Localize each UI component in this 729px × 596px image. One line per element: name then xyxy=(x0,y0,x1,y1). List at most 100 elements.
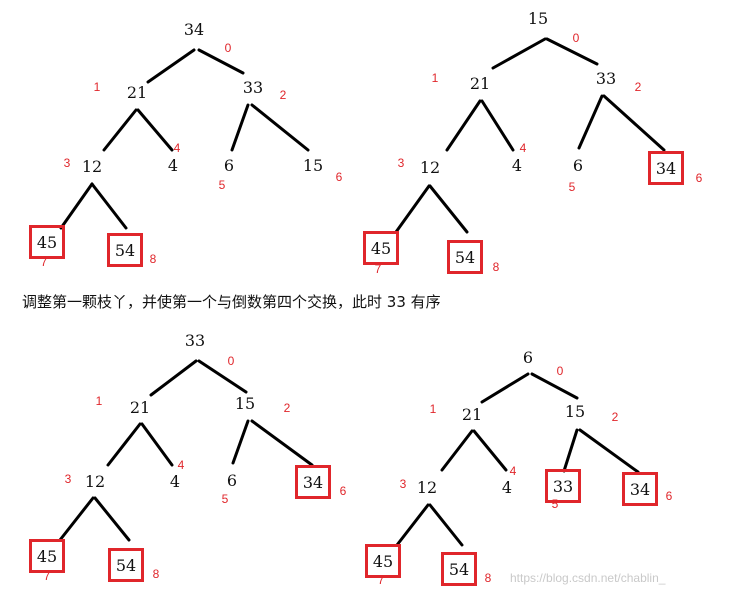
node-value: 4 xyxy=(168,156,178,175)
sorted-node-box xyxy=(447,240,483,274)
tree-edge xyxy=(250,419,314,467)
tree-edge xyxy=(90,182,128,230)
tree-edge xyxy=(230,103,250,152)
node-index-label: 7 xyxy=(378,573,385,587)
node-index-label: 1 xyxy=(94,80,101,94)
node-value: 54 xyxy=(455,248,475,267)
node-value: 34 xyxy=(630,480,650,499)
node-value: 45 xyxy=(37,233,57,252)
node-value: 15 xyxy=(235,394,255,413)
tree-edge xyxy=(146,48,196,84)
node-value: 45 xyxy=(371,239,391,258)
node-index-label: 1 xyxy=(430,402,437,416)
node-index-label: 8 xyxy=(485,571,492,585)
node-value: 12 xyxy=(420,158,440,177)
tree-edge xyxy=(197,359,248,394)
node-value: 34 xyxy=(184,20,204,39)
tree-edge xyxy=(530,372,579,400)
node-index-label: 0 xyxy=(228,354,235,368)
node-value: 45 xyxy=(37,547,57,566)
tree-edge xyxy=(140,422,174,467)
node-value: 34 xyxy=(303,473,323,492)
node-value: 6 xyxy=(523,348,533,367)
node-value: 4 xyxy=(170,472,180,491)
node-index-label: 7 xyxy=(375,262,382,276)
tree-edge xyxy=(136,108,174,152)
node-value: 54 xyxy=(115,241,135,260)
sorted-node-box xyxy=(363,231,399,265)
node-index-label: 4 xyxy=(178,458,185,472)
tree-edge xyxy=(149,359,198,397)
node-value: 33 xyxy=(185,331,205,350)
node-index-label: 8 xyxy=(493,260,500,274)
node-index-label: 5 xyxy=(552,497,559,511)
sorted-node-box xyxy=(295,465,331,499)
node-value: 6 xyxy=(227,471,237,490)
sorted-node-box xyxy=(441,552,477,586)
node-value: 12 xyxy=(82,157,102,176)
sorted-node-box xyxy=(107,233,143,267)
sorted-node-box xyxy=(29,539,65,573)
node-index-label: 3 xyxy=(400,477,407,491)
node-index-label: 6 xyxy=(666,489,673,503)
node-value: 34 xyxy=(656,159,676,178)
tree-edge xyxy=(395,503,430,547)
node-index-label: 1 xyxy=(432,71,439,85)
node-value: 33 xyxy=(596,69,616,88)
node-value: 21 xyxy=(127,83,147,102)
node-value: 6 xyxy=(224,156,234,175)
node-index-label: 2 xyxy=(284,401,291,415)
tree-edge xyxy=(231,419,250,465)
node-value: 21 xyxy=(470,74,490,93)
tree-edge xyxy=(602,94,666,152)
node-index-label: 4 xyxy=(510,464,517,478)
sorted-node-box xyxy=(108,548,144,582)
tree-edge xyxy=(472,429,508,472)
tree-edge xyxy=(578,428,640,474)
tree-edge xyxy=(59,182,94,230)
node-value: 4 xyxy=(512,156,522,175)
node-value: 45 xyxy=(373,552,393,571)
tree-edge xyxy=(394,184,431,234)
node-index-label: 0 xyxy=(557,364,564,378)
node-index-label: 5 xyxy=(222,492,229,506)
tree-edge xyxy=(93,496,131,542)
node-index-label: 5 xyxy=(219,178,226,192)
node-index-label: 2 xyxy=(280,88,287,102)
node-value: 54 xyxy=(449,560,469,579)
node-index-label: 2 xyxy=(635,80,642,94)
node-value: 54 xyxy=(116,556,136,575)
node-index-label: 6 xyxy=(696,171,703,185)
node-index-label: 3 xyxy=(64,156,71,170)
tree-edge xyxy=(428,503,464,547)
tree-edge xyxy=(428,184,469,234)
sorted-node-box xyxy=(622,472,658,506)
node-value: 12 xyxy=(417,478,437,497)
tree-edge xyxy=(440,429,474,472)
node-index-label: 6 xyxy=(336,170,343,184)
node-index-label: 6 xyxy=(340,484,347,498)
sorted-node-box xyxy=(545,469,581,503)
tree-edge xyxy=(577,94,604,150)
tree-edge xyxy=(250,103,310,152)
node-index-label: 0 xyxy=(573,31,580,45)
node-index-label: 7 xyxy=(41,255,48,269)
tree-edge xyxy=(562,428,579,473)
tree-edge xyxy=(58,496,95,542)
tree-edge xyxy=(197,48,245,75)
node-value: 15 xyxy=(565,402,585,421)
node-value: 12 xyxy=(85,472,105,491)
node-value: 15 xyxy=(303,156,323,175)
node-index-label: 2 xyxy=(612,410,619,424)
node-index-label: 0 xyxy=(225,41,232,55)
node-value: 33 xyxy=(243,78,263,97)
sorted-node-box xyxy=(29,225,65,259)
node-value: 21 xyxy=(462,405,482,424)
node-index-label: 1 xyxy=(96,394,103,408)
tree-edge xyxy=(106,422,142,467)
node-index-label: 3 xyxy=(398,156,405,170)
